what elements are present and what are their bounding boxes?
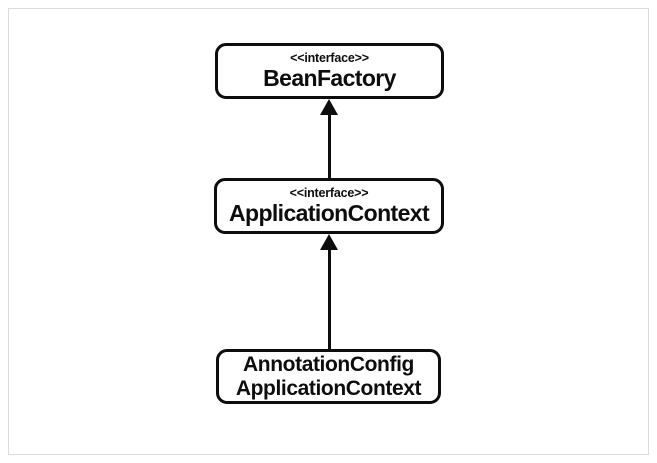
edge-line bbox=[328, 246, 331, 349]
arrowhead-filled-triangle-icon bbox=[320, 99, 338, 115]
stereotype-label: <<interface>> bbox=[290, 51, 369, 66]
uml-node-beanfactory[interactable]: <<interface>> BeanFactory bbox=[215, 43, 444, 99]
class-name-label: BeanFactory bbox=[263, 64, 396, 91]
class-name-label: ApplicationContext bbox=[228, 199, 430, 226]
uml-node-annotationconfigapplicationcontext[interactable]: AnnotationConfig ApplicationContext bbox=[216, 349, 441, 404]
class-name-line-2: ApplicationContext bbox=[235, 376, 422, 400]
class-name-line-1: AnnotationConfig bbox=[243, 352, 414, 376]
arrowhead-filled-triangle-icon bbox=[320, 234, 338, 250]
stereotype-label: <<interface>> bbox=[289, 186, 369, 201]
class-name-label: AnnotationConfig ApplicationContext bbox=[235, 352, 422, 400]
uml-node-applicationcontext[interactable]: <<interface>> ApplicationContext bbox=[214, 178, 444, 234]
edge-line bbox=[328, 111, 331, 178]
